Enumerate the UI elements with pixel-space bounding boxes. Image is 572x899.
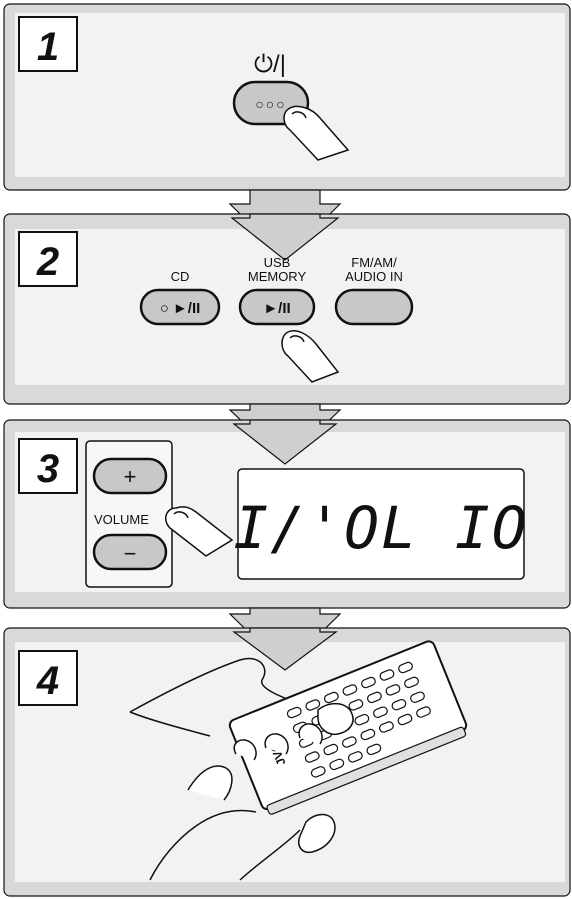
volume-down-button[interactable] — [92, 533, 168, 571]
audio-in-label: AUDIO IN — [345, 269, 403, 284]
cd-button-glyph: ○ ►/II — [160, 300, 201, 317]
display-text: I/'OL IO — [233, 494, 528, 562]
step-number-box — [18, 438, 78, 494]
step-2-panel: 2 CD ○ ►/II USB MEMORY ►/II FM/AM/ AUDIO… — [3, 213, 571, 405]
remote-control-illustration: JVC — [129, 640, 468, 881]
step-number: 3 — [37, 447, 59, 491]
usb-play-pause-button[interactable] — [238, 288, 316, 326]
usb-label: USB — [264, 255, 291, 270]
lower-hand-icon — [187, 765, 233, 801]
step-number: 1 — [37, 25, 59, 69]
finger-icon — [317, 702, 354, 736]
step-number-box — [18, 650, 78, 706]
plus-glyph: + — [124, 464, 137, 489]
volume-up-button[interactable] — [92, 457, 168, 495]
power-label: ⏻/| — [254, 51, 286, 78]
step-1-panel: 1 ⏻/| ○○○ — [3, 3, 571, 191]
fm-am-label: FM/AM/ — [351, 255, 397, 270]
step-number-box — [18, 231, 78, 287]
step-3-panel: 3 + VOLUME − I/'OL IO — [3, 419, 571, 609]
finger-icon — [283, 105, 350, 161]
memory-label: MEMORY — [248, 269, 307, 284]
step-4-panel: 4 JVC — [3, 627, 571, 897]
usb-button-glyph: ►/II — [263, 300, 290, 317]
minus-glyph: − — [124, 541, 137, 566]
step-number: 4 — [36, 659, 59, 703]
finger-icon — [165, 506, 234, 557]
finger-icon — [281, 330, 340, 383]
power-button-dots: ○○○ — [255, 96, 286, 112]
step-number-box — [18, 16, 78, 72]
remote-buttons — [286, 661, 431, 778]
lcd-display — [237, 468, 525, 580]
fm-am-audio-in-button[interactable] — [334, 288, 414, 326]
cd-label: CD — [171, 269, 190, 284]
step-number: 2 — [36, 240, 59, 284]
cd-play-pause-button[interactable] — [139, 288, 221, 326]
volume-label: VOLUME — [94, 512, 149, 527]
